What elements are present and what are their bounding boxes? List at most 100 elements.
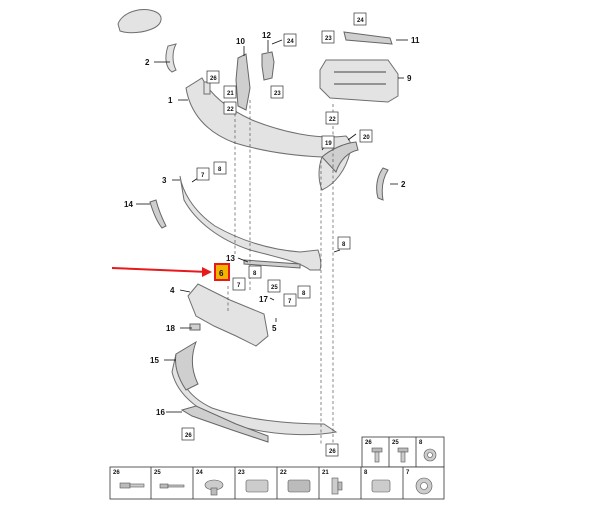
- callout-18: 18: [166, 324, 175, 333]
- callout-17: 17: [259, 295, 268, 304]
- highlight-arrow: [111, 267, 209, 273]
- box-8-top: 8: [213, 161, 227, 175]
- strip-16-part: [180, 405, 269, 443]
- svg-text:22: 22: [227, 107, 234, 113]
- svg-text:20: 20: [363, 135, 370, 141]
- svg-text:19: 19: [325, 141, 332, 147]
- callout-13: 13: [226, 254, 235, 263]
- clip-12-part: [261, 51, 275, 81]
- box-26-top: 26: [206, 70, 220, 84]
- svg-text:7: 7: [288, 299, 292, 305]
- legend-bottom-label-5: 22: [280, 470, 287, 476]
- callout-15: 15: [150, 356, 159, 365]
- box-19: 19: [321, 135, 335, 149]
- svg-text:22: 22: [329, 117, 336, 123]
- svg-text:8: 8: [253, 271, 257, 277]
- beam-3-part: [179, 175, 322, 271]
- highlight-arrow-head: [202, 267, 212, 277]
- svg-text:24: 24: [287, 39, 294, 45]
- svg-text:7: 7: [237, 283, 241, 289]
- legend-top-label-3: 8: [419, 440, 423, 446]
- rivet-icon: [159, 483, 185, 489]
- bumper-cover-part: [185, 77, 352, 191]
- legend-top-label-2: 25: [392, 440, 399, 446]
- callout-9: 9: [407, 74, 412, 83]
- box-8-mid: 8: [337, 236, 351, 250]
- side-trim-right-part: [376, 167, 389, 201]
- box-20: 20: [359, 129, 373, 143]
- expansion-rivet-icon: [331, 477, 343, 495]
- box-24-top: 24: [353, 12, 367, 26]
- svg-text:6: 6: [219, 269, 224, 278]
- legend-bottom-label-3: 24: [196, 470, 203, 476]
- side-trim-left-part: [165, 43, 177, 73]
- bracket-10-part: [235, 53, 251, 111]
- module-9-part: [319, 59, 399, 103]
- rail-11-part: [343, 31, 393, 45]
- rod-13-part: [243, 259, 301, 269]
- screw-icon: [119, 482, 145, 489]
- svg-text:26: 26: [185, 433, 192, 439]
- lower-cover-15-part: [171, 353, 338, 436]
- svg-text:8: 8: [342, 242, 346, 248]
- box-22-right: 22: [325, 111, 339, 125]
- callout-1: 1: [168, 96, 173, 105]
- screw-icon: [371, 447, 383, 463]
- callout-3: 3: [162, 176, 167, 185]
- bolt-icon: [397, 447, 409, 463]
- box-6-highlighted: 6: [214, 263, 230, 281]
- box-8-lower: 8: [248, 265, 262, 279]
- legend-top-row: 26 25 8: [361, 436, 445, 468]
- callout-4: 4: [170, 286, 175, 295]
- box-26-mid: 26: [181, 427, 195, 441]
- box-23-mid: 23: [270, 85, 284, 99]
- nut-icon: [423, 448, 437, 462]
- clip-part: [117, 9, 162, 34]
- callout-11: 11: [411, 36, 420, 45]
- box-26-bottom: 26: [325, 443, 339, 457]
- svg-text:23: 23: [274, 91, 281, 97]
- callout-2-right: 2: [401, 180, 406, 189]
- box-24-left: 24: [283, 33, 297, 47]
- svg-text:26: 26: [210, 76, 217, 82]
- callout-16: 16: [156, 408, 165, 417]
- grommet-icon: [415, 477, 433, 495]
- trim-14-part: [149, 199, 167, 229]
- legend-bottom-row: 26 25 24 23 22 21 8 7: [109, 466, 445, 500]
- box-22-left: 22: [223, 101, 237, 115]
- legend-top-label-1: 26: [365, 440, 372, 446]
- svg-text:8: 8: [302, 291, 306, 297]
- svg-text:21: 21: [227, 91, 234, 97]
- svg-text:26: 26: [329, 449, 336, 455]
- legend-bottom-label-4: 23: [238, 470, 245, 476]
- box-7-lower: 7: [283, 293, 297, 307]
- pin-part: [203, 81, 211, 95]
- legend-bottom-label-1: 26: [113, 470, 120, 476]
- svg-text:25: 25: [271, 285, 278, 291]
- callout-2-left: 2: [145, 58, 150, 67]
- legend-bottom-label-2: 25: [154, 470, 161, 476]
- svg-text:7: 7: [201, 173, 205, 179]
- legend-bottom-label-8: 7: [406, 470, 410, 476]
- spring-nut-icon: [245, 479, 269, 493]
- box-23-top: 23: [321, 30, 335, 44]
- bumper-corner-part: [321, 141, 359, 173]
- box-7-mid: 7: [232, 277, 246, 291]
- box-21: 21: [223, 85, 237, 99]
- box-7-top: 7: [196, 167, 210, 181]
- box-8-right: 8: [297, 285, 311, 299]
- svg-text:8: 8: [218, 167, 222, 173]
- svg-text:23: 23: [325, 36, 332, 42]
- callout-5: 5: [272, 324, 277, 333]
- clip-18-part: [189, 323, 201, 331]
- box-25: 25: [267, 279, 281, 293]
- clip-nut-icon: [287, 479, 311, 493]
- callout-12: 12: [262, 31, 271, 40]
- push-clip-icon: [204, 479, 224, 496]
- legend-bottom-label-6: 21: [322, 470, 329, 476]
- clip-icon: [371, 479, 391, 493]
- svg-text:24: 24: [357, 18, 364, 24]
- callout-14: 14: [124, 200, 133, 209]
- legend-bottom-label-7: 8: [364, 470, 368, 476]
- carrier-4-part: [187, 283, 269, 347]
